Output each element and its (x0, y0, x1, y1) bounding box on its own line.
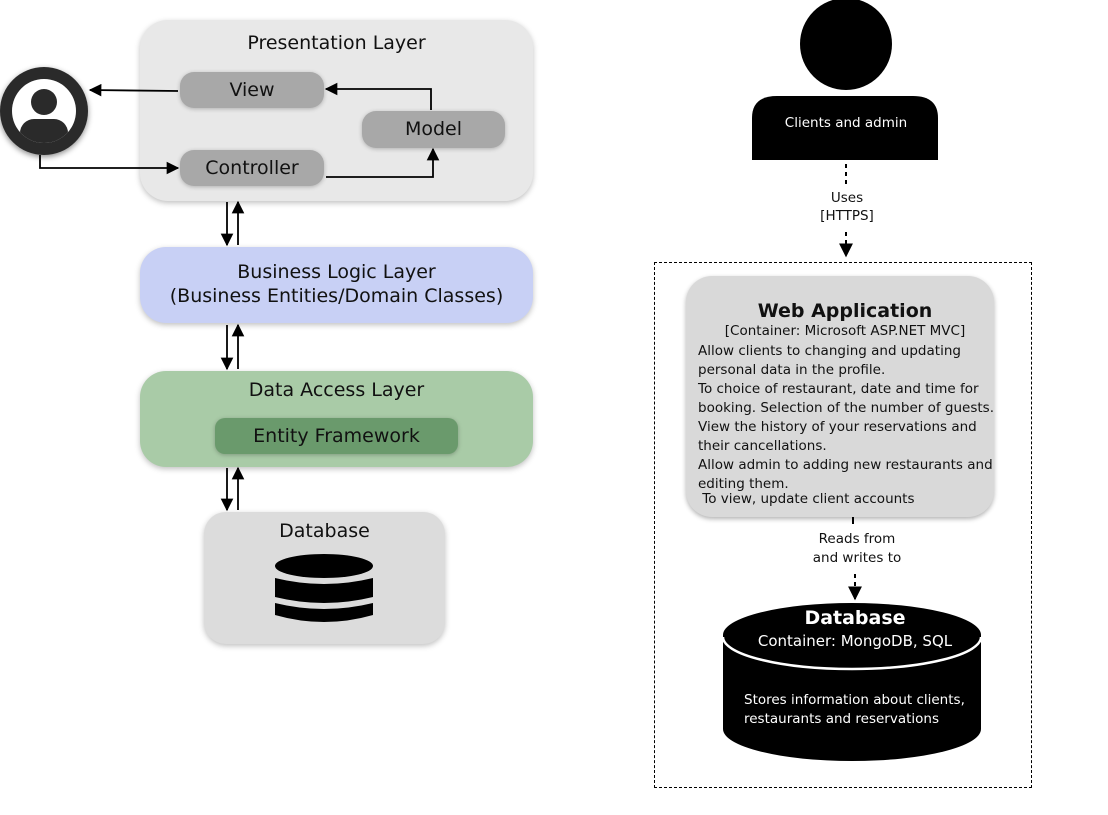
description-line: editing them. (698, 476, 789, 492)
uses-protocol-label: [HTTPS] (820, 208, 874, 224)
entity-framework-box: Entity Framework (215, 418, 458, 454)
database-box: Database (204, 512, 445, 644)
description-line: Allow admin to adding new restaurants an… (698, 457, 993, 473)
data-access-layer-title: Data Access Layer (248, 379, 425, 401)
web-application-box (686, 276, 994, 517)
database-box-title: Database (279, 520, 370, 542)
reads-writes-label: Reads from (818, 531, 896, 547)
description-line: personal data in the profile. (698, 362, 886, 378)
web-application-container: [Container: Microsoft ASP.NET MVC] (724, 323, 966, 339)
database-cylinder-title: Database (804, 607, 906, 629)
business-layer-subtitle: (Business Entities/Domain Classes) (169, 285, 504, 307)
description-line: Allow clients to changing and updating (698, 343, 961, 359)
web-application-description: Allow clients to changing and updating p… (698, 342, 998, 494)
person-icon (751, 0, 939, 162)
database-cylinder-description: Stores information about clients, (744, 692, 965, 708)
database-icon (272, 553, 376, 629)
user-avatar-icon (0, 67, 88, 155)
database-cylinder-container: Container: MongoDB, SQL (757, 632, 953, 650)
business-layer-title: Business Logic Layer (237, 261, 436, 283)
system-boundary (654, 262, 1032, 788)
description-line: their cancellations. (698, 438, 827, 454)
person-label: Clients and admin (784, 115, 908, 131)
model-box: Model (362, 111, 505, 148)
description-line: booking. Selection of the number of gues… (698, 400, 994, 416)
business-logic-layer: Business Logic Layer (Business Entities/… (140, 247, 533, 323)
presentation-layer-title: Presentation Layer (247, 32, 426, 54)
description-line: View the history of your reservations an… (698, 419, 977, 435)
web-application-title: Web Application (757, 300, 933, 322)
description-line: To choice of restaurant, date and time f… (698, 381, 979, 397)
database-cylinder-description-2: restaurants and reservations (744, 711, 940, 727)
reads-writes-label-2: and writes to (812, 550, 902, 566)
uses-label: Uses (830, 190, 864, 206)
view-box: View (180, 72, 324, 108)
database-cylinder (721, 601, 983, 761)
controller-box: Controller (180, 150, 324, 186)
web-application-last-line: To view, update client accounts (698, 491, 915, 507)
